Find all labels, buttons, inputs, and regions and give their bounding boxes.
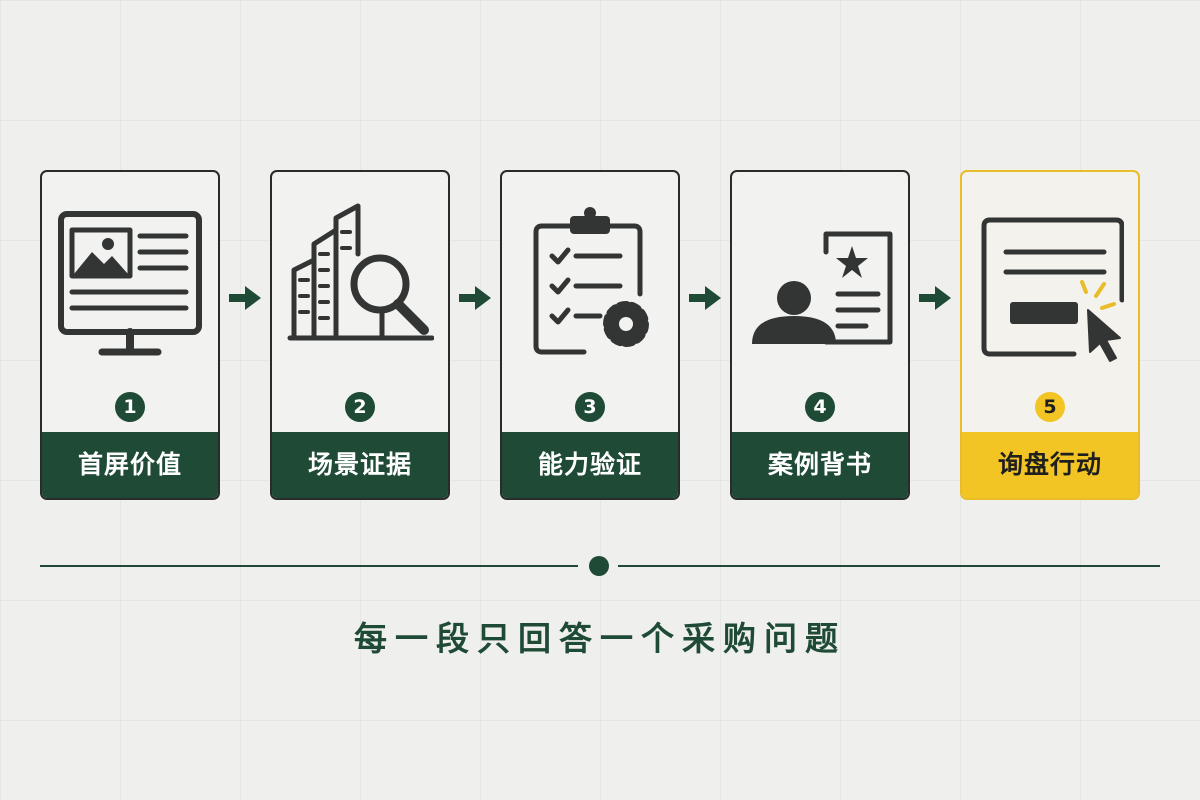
person-certificate-icon [746,192,894,372]
timeline-line-left [40,565,578,567]
clipboard-gear-icon [516,192,664,372]
step-card-5: 5 询盘行动 [960,170,1140,500]
step-card-3: 3 能力验证 [500,170,680,500]
monitor-icon [56,192,204,372]
click-form-icon [976,192,1124,372]
arrow-right-icon [457,283,493,313]
step-number-badge: 1 [115,392,145,422]
step-card-2: 2 场景证据 [270,170,450,500]
arrow-right-icon [917,283,953,313]
timeline-line-right [618,565,1160,567]
step-number-badge: 4 [805,392,835,422]
arrow-right-icon [687,283,723,313]
timeline-dot [589,556,609,576]
step-label: 能力验证 [502,432,678,498]
step-label: 首屏价值 [42,432,218,498]
step-number-badge: 5 [1035,392,1065,422]
step-card-4: 4 案例背书 [730,170,910,500]
step-card-1: 1 首屏价值 [40,170,220,500]
building-search-icon [286,192,434,372]
arrow-right-icon [227,283,263,313]
step-label: 场景证据 [272,432,448,498]
step-number-badge: 2 [345,392,375,422]
caption: 每一段只回答一个采购问题 [354,619,846,658]
step-label: 案例背书 [732,432,908,498]
step-label: 询盘行动 [962,432,1138,498]
timeline-divider [40,555,1160,577]
step-number-badge: 3 [575,392,605,422]
